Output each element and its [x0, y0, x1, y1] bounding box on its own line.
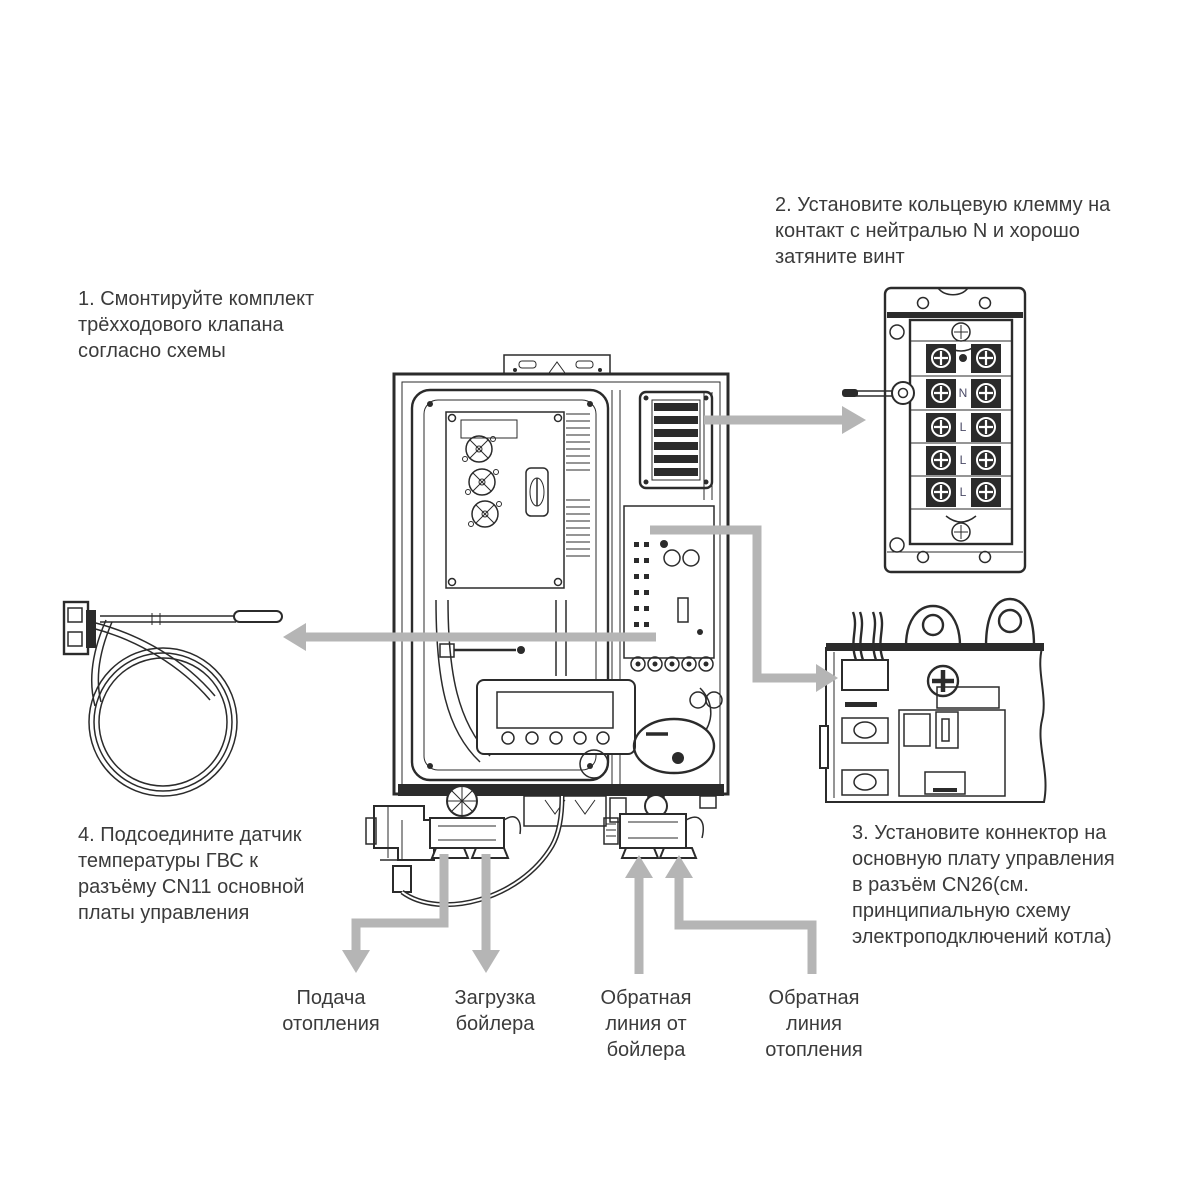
arrow-to-dhw-sensor-icon: [283, 623, 656, 651]
power-terminal-box-icon: [638, 390, 714, 490]
mounting-bracket-icon: [503, 354, 611, 375]
pump-icon: [632, 717, 716, 775]
callout-arrows: [283, 406, 866, 974]
display-panel-icon: [476, 679, 636, 755]
pipe-label-heating-return: Обратная линия отопления: [765, 987, 863, 1061]
terminal-screws-icon: [926, 344, 1001, 507]
instruction-step-1: 1. Смонтируйте комплект трёхходового кла…: [78, 288, 315, 362]
pipe-label-heating-supply: Подача отопления: [282, 987, 380, 1035]
three-way-valve-assembly-icon: [365, 785, 565, 908]
arrow-boiler-return-icon: [625, 855, 653, 974]
main-control-board-icon: [819, 597, 1047, 803]
cn26-connector-icon: [841, 611, 889, 707]
terminal-row-label-3: L: [960, 420, 967, 434]
instruction-step-4: 4. Подсоедините датчик температуры ГВС к…: [78, 824, 305, 924]
terminal-row-label-n: N: [959, 386, 968, 400]
fin-strip-icon: [566, 413, 590, 557]
power-terminal-block-icon: N L L L: [842, 286, 1027, 574]
arrow-to-control-board-icon: [650, 525, 838, 692]
pipe-label-boiler-return: Обратная линия от бойлера: [600, 987, 692, 1061]
terminal-row-label-4: L: [960, 453, 967, 467]
arrow-boiler-loading-icon: [472, 854, 500, 973]
return-pump-assembly-icon: [603, 794, 704, 859]
instruction-step-2: 2. Установите кольцевую клемму на контак…: [775, 194, 1111, 268]
ring-terminal-icon: [842, 381, 915, 405]
arrow-heating-return-icon: [665, 855, 817, 974]
boiler-internal-view: [392, 354, 730, 827]
internal-control-board-icon: [623, 505, 715, 672]
terminal-row-label-5: L: [960, 485, 967, 499]
valve-cluster-icon: [462, 435, 502, 528]
arrow-heating-supply-icon: [342, 854, 449, 973]
dhw-temperature-sensor-icon: [62, 600, 283, 797]
instruction-step-3: 3. Установите коннектор на основную плат…: [852, 822, 1115, 948]
arrow-to-terminal-block-icon: [704, 406, 866, 434]
pipe-label-boiler-loading: Загрузка бойлера: [454, 987, 536, 1035]
